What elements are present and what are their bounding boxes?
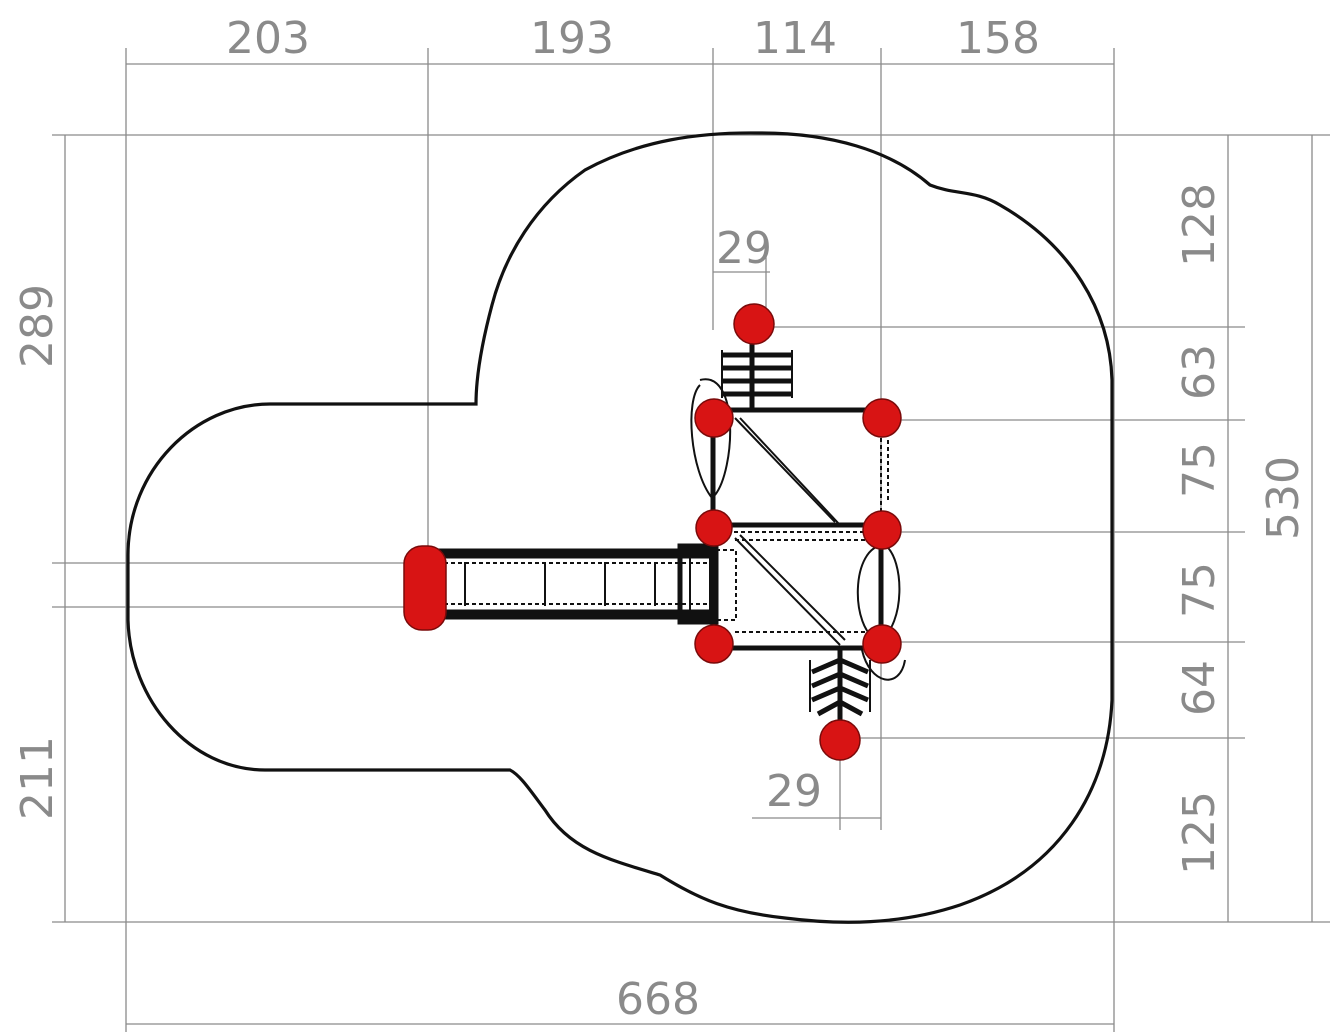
dim-right-6: 125 — [1174, 791, 1225, 875]
post-top-ladder — [733, 303, 775, 345]
post-tower-mid-right — [862, 510, 902, 550]
posts — [403, 303, 902, 761]
dim-left-bottom: 211 — [12, 736, 63, 820]
dimension-labels: 203 193 114 158 668 289 211 128 63 75 75… — [12, 13, 1309, 1025]
dim-right-1: 128 — [1174, 183, 1225, 267]
top-ladder — [721, 338, 793, 410]
extension-lines — [52, 48, 1330, 1032]
post-tower-bottom-right — [862, 624, 902, 664]
dim-top-4: 158 — [956, 13, 1040, 64]
slide — [421, 543, 737, 625]
post-bottom-ladder — [819, 719, 861, 761]
bottom-ladder — [809, 650, 871, 722]
post-tower-top-left — [694, 398, 734, 438]
dim-overall-height: 530 — [1258, 456, 1309, 540]
dim-top-3: 114 — [753, 13, 837, 64]
dim-offset-bottom: 29 — [766, 766, 822, 817]
dim-right-5: 64 — [1174, 660, 1225, 716]
dim-right-2: 63 — [1174, 344, 1225, 400]
dim-right-3: 75 — [1174, 442, 1225, 498]
safety-zone-outline — [126, 131, 1114, 924]
dim-offset-top: 29 — [716, 223, 772, 274]
post-tower-mid-left — [695, 509, 733, 547]
post-tower-top-right — [862, 398, 902, 438]
dimension-lines — [64, 63, 1313, 1025]
play-structure — [421, 338, 906, 722]
dim-top-2: 193 — [530, 13, 614, 64]
dim-overall-width: 668 — [616, 974, 700, 1025]
dim-left-top: 289 — [12, 284, 63, 368]
slide-end-post — [403, 545, 447, 631]
dim-right-4: 75 — [1174, 562, 1225, 618]
post-tower-bottom-left — [694, 624, 734, 664]
dim-top-1: 203 — [226, 13, 310, 64]
